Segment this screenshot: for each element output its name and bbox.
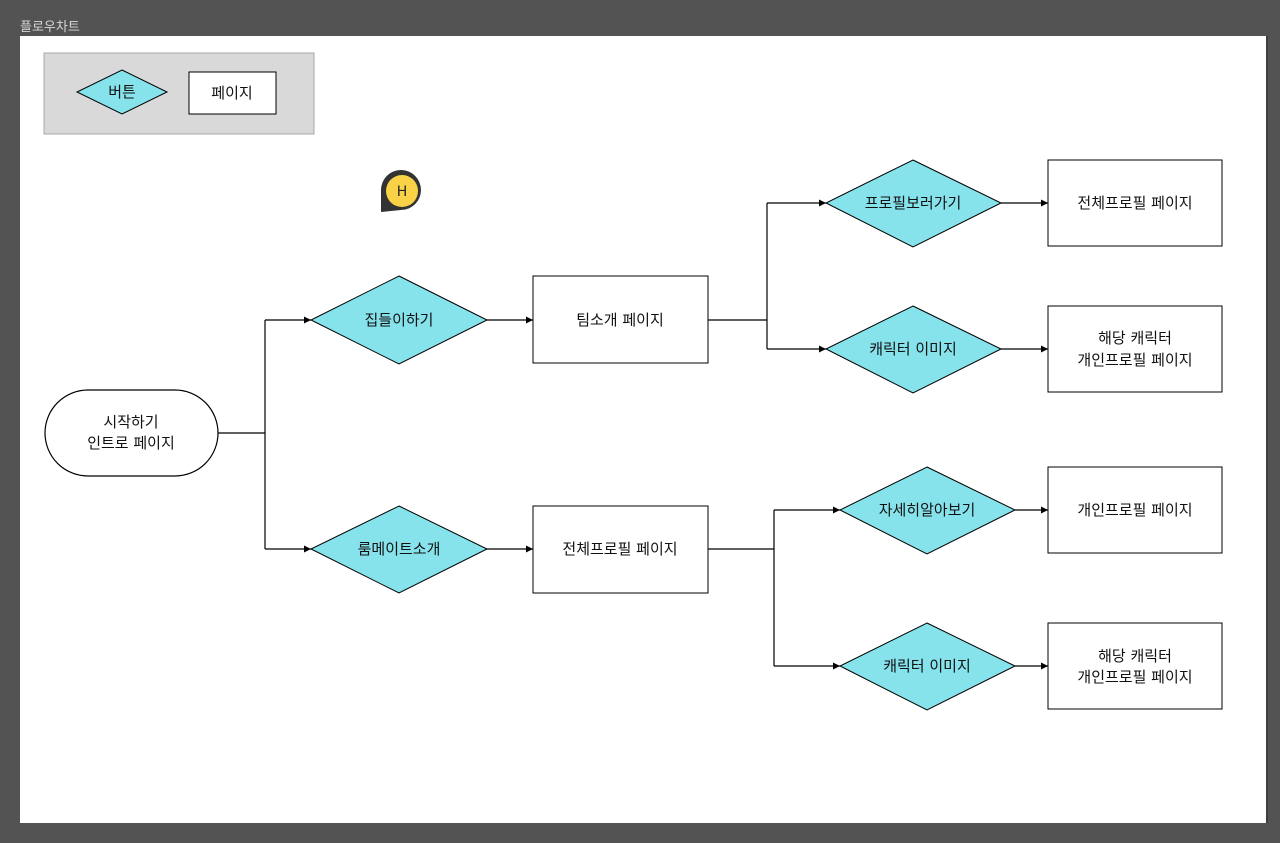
badge-letter: H [397,184,408,200]
char-lower-page-line1: 해당 캐릭터 [1098,647,1172,665]
legend-page-label: 페이지 [211,84,252,102]
connector-start-trunk [218,320,266,549]
legend-page-shape [188,71,277,115]
button-node-learn-more[interactable]: 자세히알아보기 [838,466,1017,555]
page-node-personal-profile[interactable]: 개인프로필 페이지 [1047,466,1223,554]
page-node-team[interactable]: 팀소개 페이지 [532,275,709,364]
char-upper-page-line1: 해당 캐릭터 [1098,329,1172,347]
connector-team-trunk [708,203,768,349]
page-node-full-profile-upper[interactable]: 전체프로필 페이지 [1047,159,1223,247]
button-node-roommate[interactable]: 룸메이트소개 [309,505,489,594]
learn-more-label: 자세히알아보기 [879,501,976,519]
roommate-label: 룸메이트소개 [358,540,441,558]
page-node-char-upper[interactable]: 해당 캐릭터 개인프로필 페이지 [1047,305,1223,393]
char-image-lower-label: 캐릭터 이미지 [883,657,971,675]
start-node[interactable]: 시작하기 인트로 페이지 [44,389,219,477]
legend-button-label: 버튼 [108,83,136,101]
team-page-label: 팀소개 페이지 [576,311,664,329]
roommate-diamond [309,505,489,594]
full-profile-lower-label: 전체프로필 페이지 [562,540,677,558]
full-profile-lower-shape [532,505,709,594]
legend: 버튼 페이지 [43,52,315,135]
page-node-full-profile-lower[interactable]: 전체프로필 페이지 [532,505,709,594]
button-node-char-image-lower[interactable]: 캐릭터 이미지 [838,622,1017,711]
badge-circle [386,175,418,207]
collaborator-badge[interactable]: H [381,170,421,212]
char-image-upper-label: 캐릭터 이미지 [869,340,957,358]
button-node-view-profile[interactable]: 프로필보러가기 [824,159,1003,248]
char-lower-page-shape [1047,622,1223,710]
char-upper-page-line2: 개인프로필 페이지 [1077,351,1192,369]
personal-profile-shape [1047,466,1223,554]
page-node-char-lower[interactable]: 해당 캐릭터 개인프로필 페이지 [1047,622,1223,710]
view-profile-label: 프로필보러가기 [865,194,962,212]
gather-label: 집들이하기 [364,311,433,329]
start-shape [44,389,219,477]
full-profile-upper-shape [1047,159,1223,247]
team-page-shape [532,275,709,364]
button-node-gather[interactable]: 집들이하기 [309,275,489,365]
start-label-line2: 인트로 페이지 [87,434,175,452]
full-profile-upper-label: 전체프로필 페이지 [1077,194,1192,212]
char-lower-page-line2: 개인프로필 페이지 [1077,668,1192,686]
app-title: 플로우차트 [20,20,80,35]
view-profile-diamond [824,159,1003,248]
connector-profile-trunk [708,510,775,666]
legend-button-shape [75,69,169,115]
learn-more-diamond [838,466,1017,555]
char-upper-page-shape [1047,305,1223,393]
gather-diamond [309,275,489,365]
char-image-lower-diamond [838,622,1017,711]
button-node-char-image-upper[interactable]: 캐릭터 이미지 [824,305,1003,394]
start-label-line1: 시작하기 [103,413,158,431]
canvas-scrollbar[interactable] [1266,36,1268,823]
personal-profile-label: 개인프로필 페이지 [1077,501,1192,519]
connectors [218,199,1048,670]
char-image-upper-diamond [824,305,1003,394]
